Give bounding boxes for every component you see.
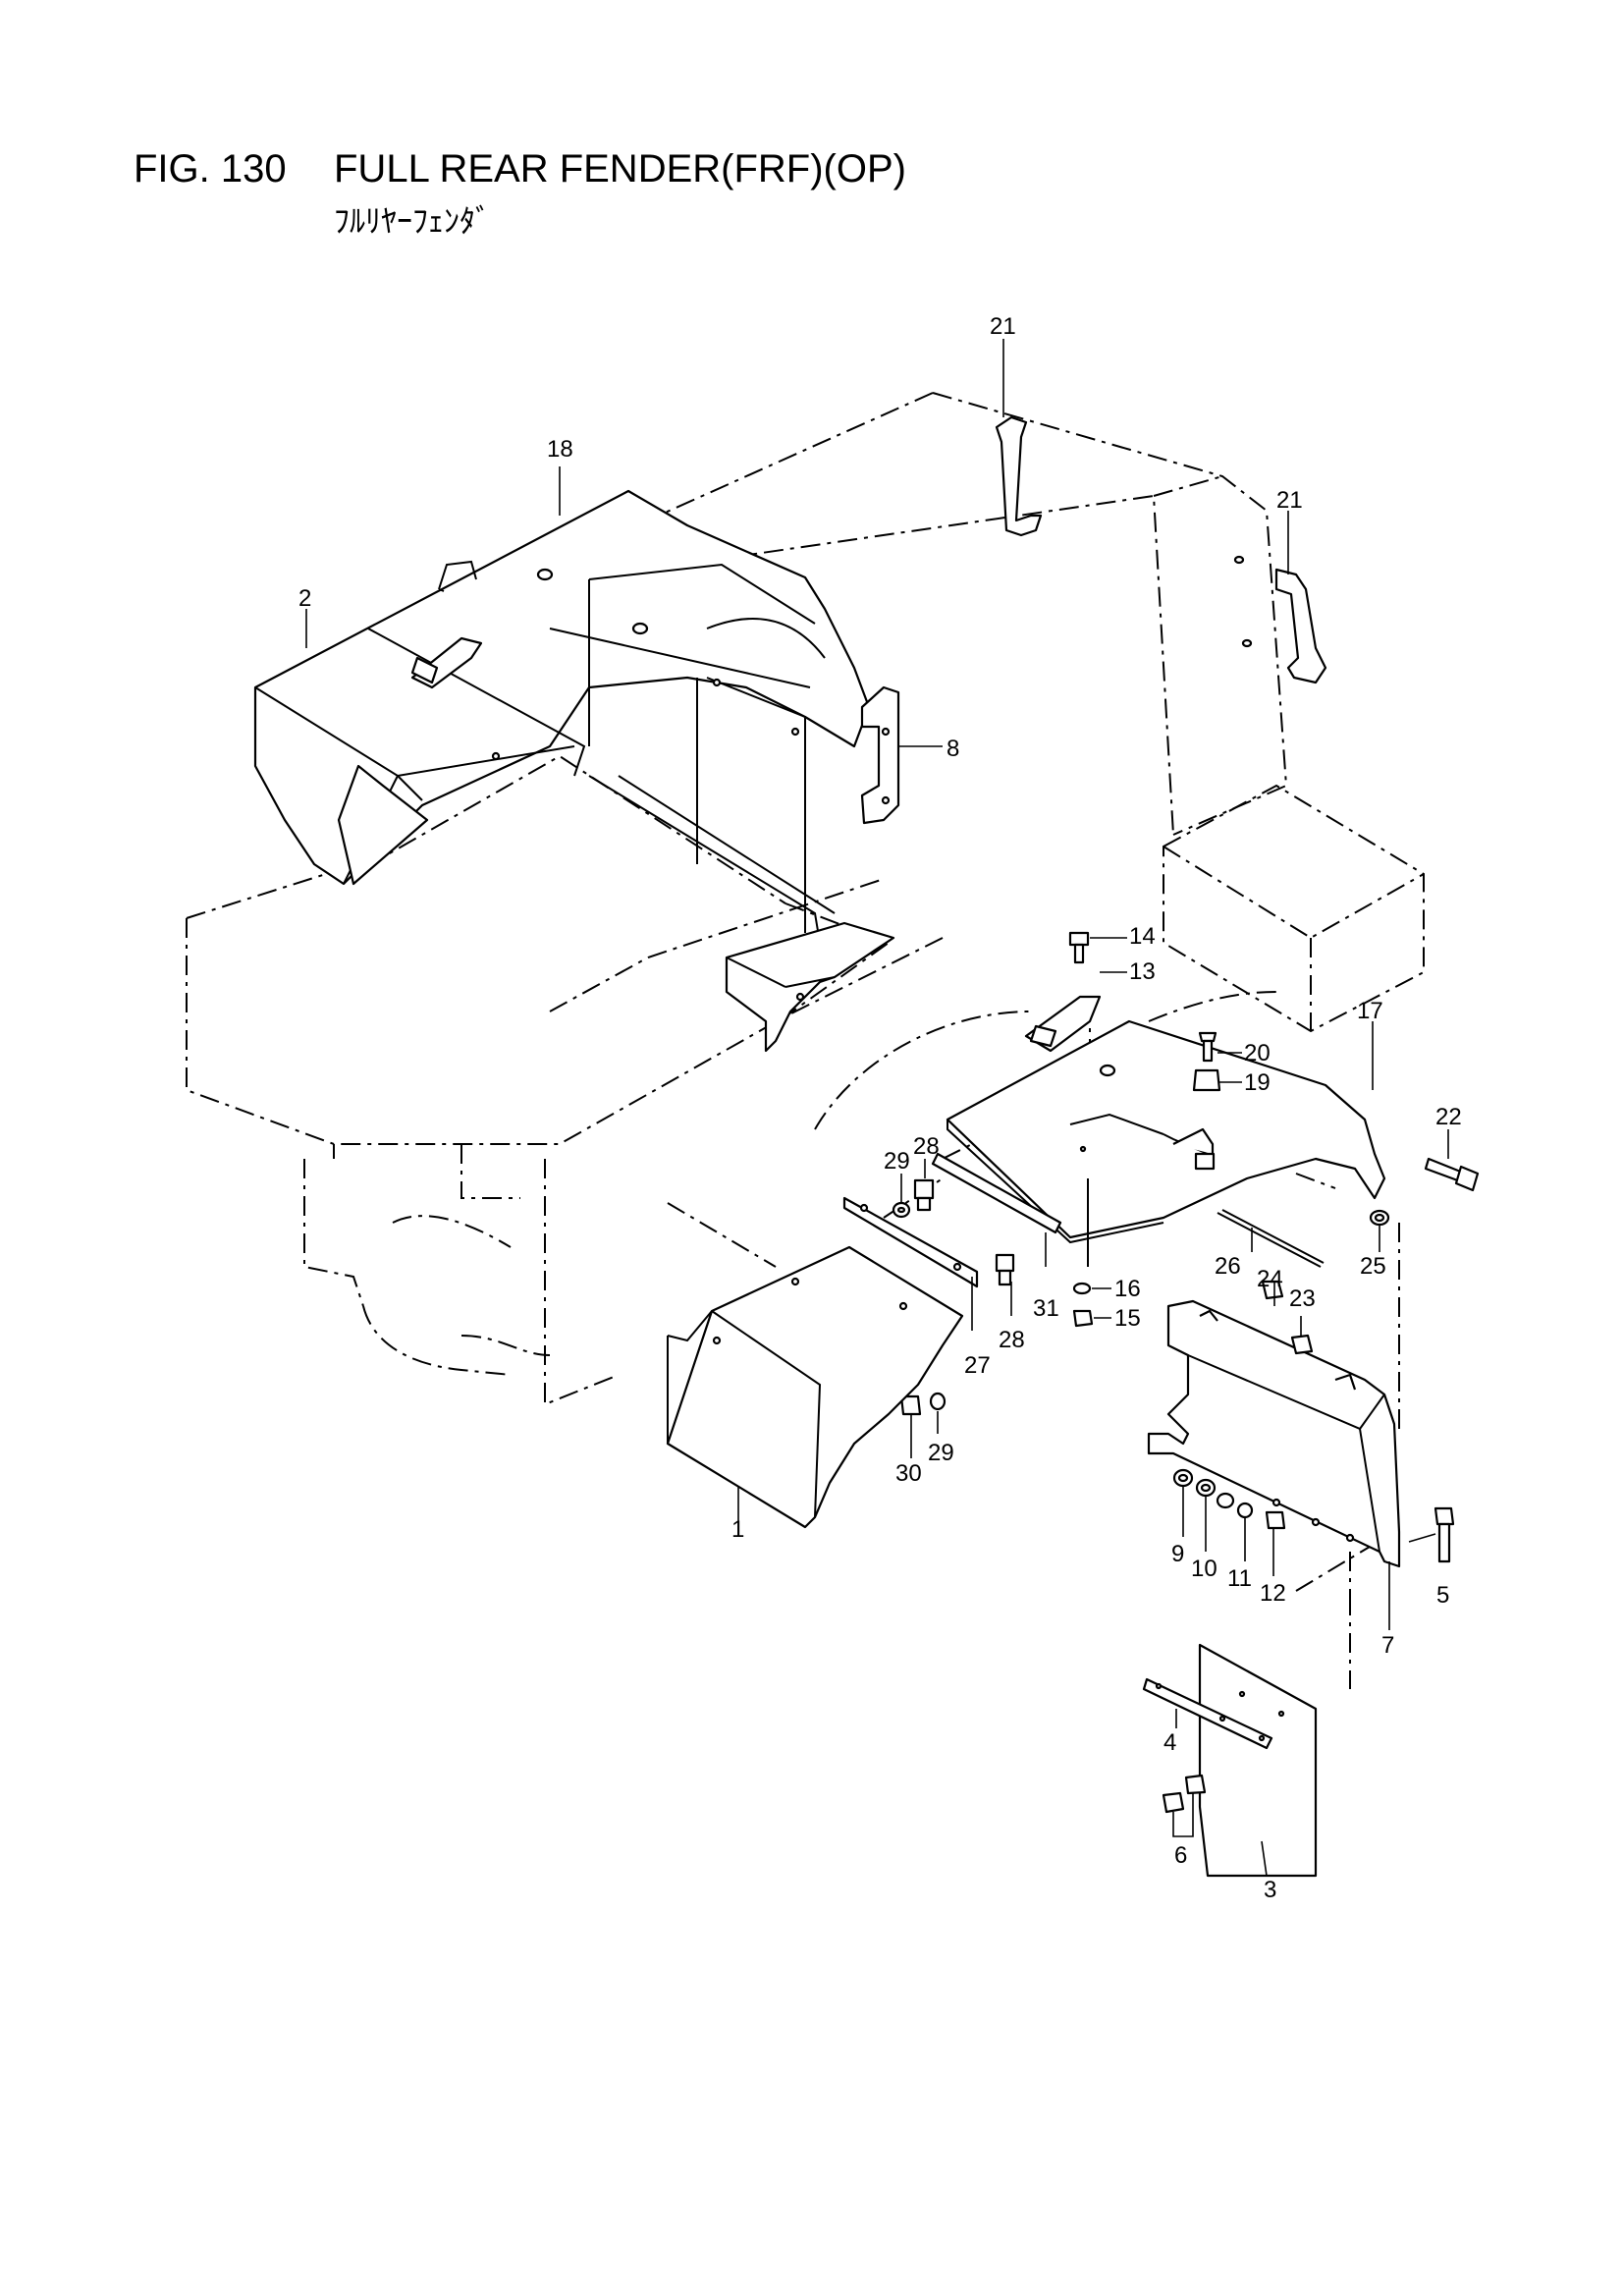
bolt-5 (1408, 1506, 1455, 1563)
grab-handle-21 (995, 415, 1327, 684)
callout-23: 23 (1289, 1285, 1316, 1312)
bolt-22 (1424, 1157, 1480, 1192)
bracket-8 (860, 685, 943, 825)
callout-29b: 29 (928, 1440, 954, 1466)
bracket-7 (1147, 1299, 1401, 1630)
callout-21a: 21 (990, 313, 1016, 340)
figure-number: FIG. 130 (134, 147, 287, 191)
callout-26: 26 (1215, 1253, 1241, 1280)
figure-title: FULL REAR FENDER(FRF)(OP) (334, 147, 906, 191)
callout-7: 7 (1381, 1632, 1394, 1659)
washer-25 (1369, 1209, 1390, 1227)
rubber-mount-19-20 (1192, 1031, 1242, 1171)
callout-13: 13 (1129, 958, 1156, 985)
callout-9: 9 (1171, 1541, 1184, 1567)
plate-3-4 (1142, 1643, 1318, 1878)
fender-shell-2-18 (253, 489, 871, 944)
nuts-23-24 (1261, 1280, 1314, 1355)
callout-21b: 21 (1276, 487, 1303, 514)
callout-30: 30 (895, 1460, 922, 1487)
callout-10: 10 (1191, 1556, 1217, 1582)
nut-washer-15-16 (1072, 1282, 1111, 1328)
callout-17: 17 (1357, 998, 1383, 1024)
rod-26 (1217, 1209, 1325, 1268)
callout-24: 24 (1257, 1266, 1283, 1292)
callout-25: 25 (1360, 1253, 1386, 1280)
callout-8: 8 (947, 736, 959, 762)
screws-28-29 (892, 1159, 1015, 1458)
callout-2: 2 (298, 585, 311, 612)
callout-29a: 29 (884, 1148, 910, 1175)
callout-12: 12 (1260, 1580, 1286, 1607)
callout-15: 15 (1114, 1305, 1141, 1332)
callout-16: 16 (1114, 1276, 1141, 1302)
callout-3: 3 (1264, 1877, 1276, 1903)
panel-1 (666, 1245, 964, 1529)
callout-28b: 28 (999, 1327, 1025, 1353)
callout-11: 11 (1227, 1565, 1252, 1592)
callout-6: 6 (1174, 1842, 1187, 1869)
fender-17 (946, 1019, 1386, 1267)
callout-22: 22 (1435, 1104, 1462, 1130)
leader-lines (305, 339, 1449, 1336)
callout-4: 4 (1163, 1729, 1176, 1756)
callout-20: 20 (1244, 1040, 1271, 1066)
callout-5: 5 (1436, 1582, 1449, 1609)
callout-31: 31 (1033, 1295, 1059, 1322)
callout-19: 19 (1244, 1069, 1271, 1096)
callout-27: 27 (964, 1352, 991, 1379)
callout-14: 14 (1129, 923, 1156, 950)
washers-9-12 (1172, 1468, 1286, 1576)
nuts-6 (1162, 1774, 1207, 1837)
floor-bracket (725, 921, 895, 1053)
strip-31-bracket-27 (842, 1152, 1062, 1331)
figure-subtitle: ﾌﾙﾘﾔｰﾌｪﾝﾀﾞ (334, 203, 492, 239)
callout-28a: 28 (913, 1133, 940, 1160)
callout-1: 1 (731, 1516, 744, 1543)
callout-labels: 1 2 3 4 5 6 7 8 9 10 11 12 13 14 15 16 1… (298, 313, 1462, 1903)
latch-13-14 (1024, 931, 1127, 1053)
callout-18: 18 (547, 436, 573, 463)
